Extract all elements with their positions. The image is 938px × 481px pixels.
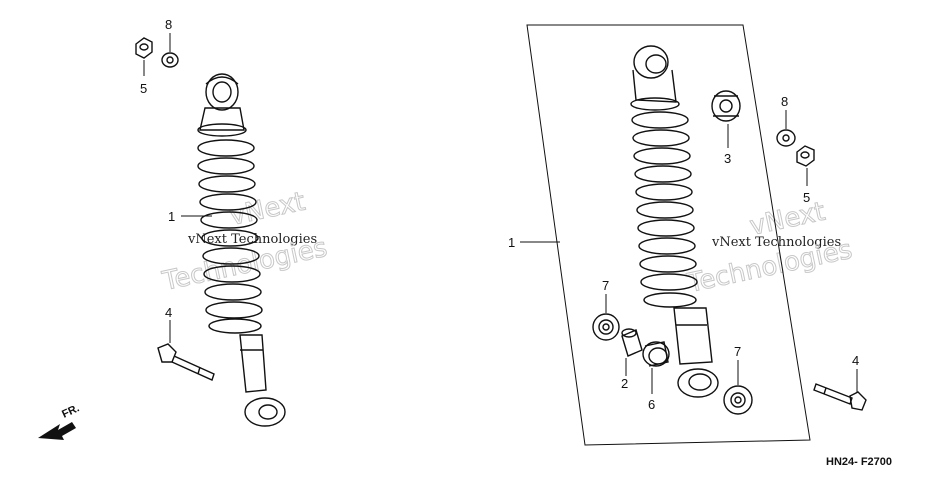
callout-right-washer: 8 [781, 94, 788, 109]
callout-collar: 2 [621, 376, 628, 391]
left-bolt-part [157, 343, 215, 381]
callout-bearing-right: 7 [734, 344, 741, 359]
watermark-right: vNext vNext Technologies Technologies [684, 196, 856, 299]
callout-bearing-center: 6 [648, 397, 655, 412]
right-spring-coils [631, 111, 698, 308]
callout-left-bolt: 4 [165, 305, 172, 320]
callout-left-washer: 8 [165, 17, 172, 32]
left-shock-absorber [197, 73, 286, 427]
left-washer-part [161, 52, 179, 68]
bearing-center-part [642, 341, 670, 367]
watermark-small-right: vNext Technologies [711, 235, 841, 250]
watermark-small: vNext Technologies [187, 232, 317, 247]
front-direction-label: FR. [60, 402, 81, 420]
bearing-left-part [592, 313, 620, 341]
bushing-part [711, 90, 741, 122]
callout-left-nut: 5 [140, 81, 147, 96]
right-nut-part [796, 145, 815, 167]
diagram-code: HN24- F2700 [826, 456, 892, 468]
left-spring-coils [197, 139, 263, 334]
callout-right-assembly: 1 [508, 235, 515, 250]
right-shock-absorber [630, 45, 719, 398]
right-bolt-part [813, 383, 867, 411]
callout-right-nut: 5 [803, 190, 810, 205]
bearing-right-part [723, 385, 753, 415]
collar-part [621, 328, 643, 357]
right-washer-part [776, 129, 796, 147]
callout-left-spring: 1 [168, 209, 175, 224]
assembly-frame [526, 24, 811, 446]
callout-bushing: 3 [724, 151, 731, 166]
callout-right-bolt: 4 [852, 353, 859, 368]
left-nut-part [135, 37, 153, 59]
callout-bearing-left: 7 [602, 278, 609, 293]
front-direction-arrow-icon [38, 422, 76, 440]
